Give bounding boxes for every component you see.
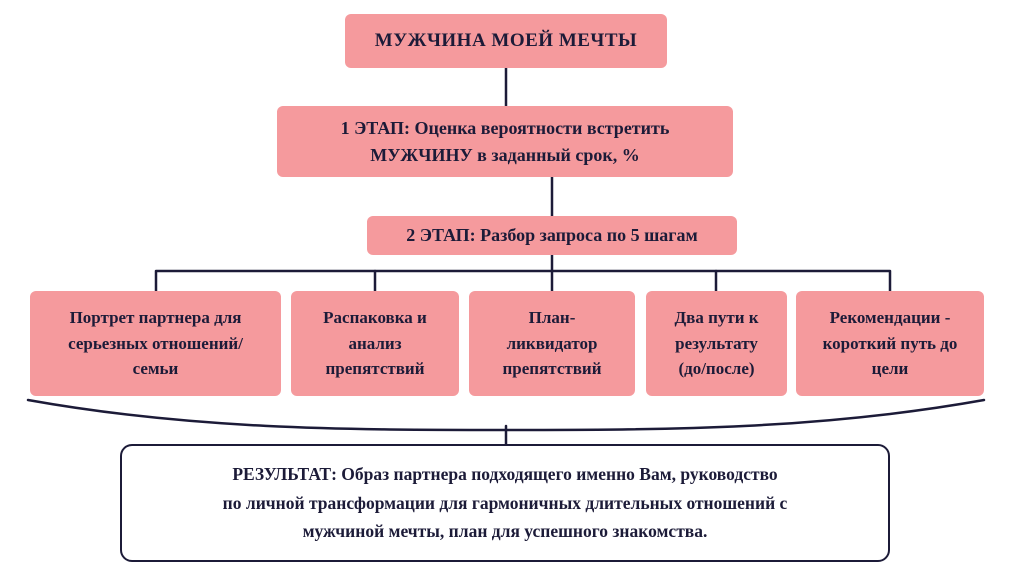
- stage2-text: 2 ЭТАП: Разбор запроса по 5 шагам: [406, 225, 698, 245]
- bracket-line: [154, 269, 892, 293]
- title-box: МУЖЧИНА МОЕЙ МЕЧТЫ: [345, 14, 667, 68]
- step-text: Портрет партнера для серьезных отношений…: [68, 308, 243, 379]
- step-box-recommendations: Рекомендации - короткий путь до цели: [796, 291, 984, 396]
- step-box-portrait: Портрет партнера для серьезных отношений…: [30, 291, 281, 396]
- step-text: Два пути к результату (до/после): [674, 308, 759, 379]
- step-box-two-paths: Два пути к результату (до/после): [646, 291, 787, 396]
- stage2-box: 2 ЭТАП: Разбор запроса по 5 шагам: [367, 216, 737, 255]
- step-text: Рекомендации - короткий путь до цели: [822, 308, 958, 379]
- stage1-text: 1 ЭТАП: Оценка вероятности встретить МУЖ…: [340, 117, 670, 165]
- step-text: План- ликвидатор препятствий: [502, 308, 602, 379]
- title-text: МУЖЧИНА МОЕЙ МЕЧТЫ: [374, 30, 638, 51]
- result-text: РЕЗУЛЬТАТ: Образ партнера подходящего им…: [222, 463, 788, 542]
- step-box-unpacking: Распаковка и анализ препятствий: [291, 291, 459, 396]
- step-box-plan: План- ликвидатор препятствий: [469, 291, 635, 396]
- result-box: РЕЗУЛЬТАТ: Образ партнера подходящего им…: [120, 444, 890, 562]
- brace-curve: [26, 398, 986, 432]
- step-text: Распаковка и анализ препятствий: [323, 308, 427, 379]
- stage1-box: 1 ЭТАП: Оценка вероятности встретить МУЖ…: [277, 106, 733, 177]
